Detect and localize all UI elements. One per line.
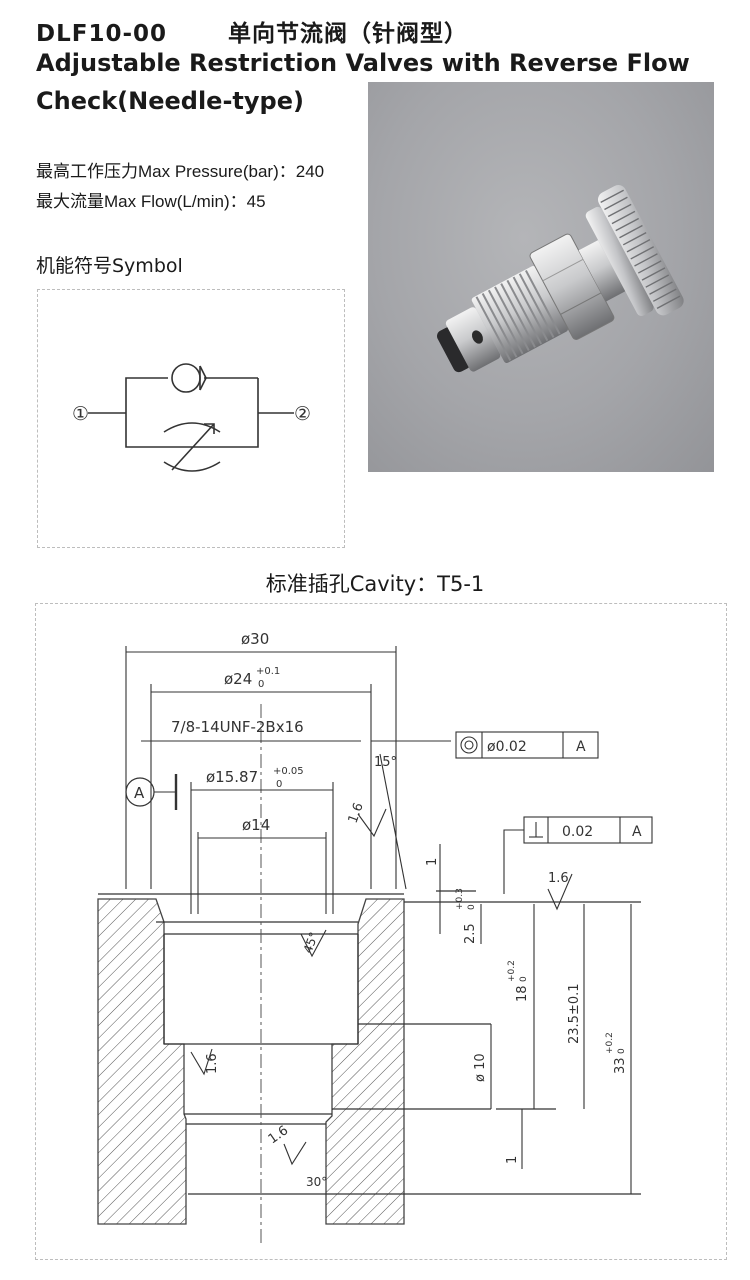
angle-15: 15° bbox=[374, 755, 397, 770]
svg-text:+0.2: +0.2 bbox=[605, 1032, 615, 1054]
title-chinese: 单向节流阀（针阀型） bbox=[228, 21, 469, 47]
spec-pressure: 最高工作压力Max Pressure(bar)：240 bbox=[36, 162, 325, 181]
svg-text:0: 0 bbox=[276, 779, 282, 790]
port1-label: ① bbox=[72, 403, 89, 425]
svg-text:1.6: 1.6 bbox=[548, 871, 569, 886]
check-ball bbox=[171, 363, 201, 393]
datum-a: A bbox=[134, 784, 145, 802]
svg-text:30°: 30° bbox=[306, 1175, 327, 1189]
dim-d14: ø14 bbox=[242, 816, 270, 834]
symbol-label: 机能符号Symbol bbox=[36, 255, 183, 277]
svg-text:45°: 45° bbox=[301, 930, 321, 955]
product-title: DLF10-00 单向节流阀（针阀型） bbox=[36, 14, 468, 48]
svg-text:0: 0 bbox=[467, 904, 477, 910]
cavity-drawing-box: ø30 ø24 +0.1 0 7/8-14UNF-2Bx16 ø15.87 +0… bbox=[35, 603, 727, 1260]
dim-d10: ø 10 bbox=[473, 1053, 488, 1082]
svg-text:1: 1 bbox=[425, 858, 440, 866]
valve-cartridge-image bbox=[437, 185, 684, 373]
cavity-label: 标准插孔Cavity：T5-1 bbox=[265, 572, 485, 596]
dim-thread: 7/8-14UNF-2Bx16 bbox=[171, 718, 304, 736]
product-photo bbox=[368, 82, 714, 472]
dim-d30: ø30 bbox=[241, 630, 269, 648]
svg-text:18: 18 bbox=[515, 985, 530, 1002]
hydraulic-symbol-diagram: ① ② bbox=[72, 363, 311, 472]
port2-label: ② bbox=[294, 403, 311, 425]
restriction-upper bbox=[163, 422, 221, 433]
gdt-concentricity: ø0.02 bbox=[487, 739, 527, 755]
gdt-perpendicularity: 0.02 bbox=[562, 824, 593, 840]
restriction-lower bbox=[163, 461, 221, 472]
svg-text:1: 1 bbox=[505, 1156, 520, 1164]
spec-flow: 最大流量Max Flow(L/min)：45 bbox=[36, 192, 266, 211]
svg-text:+0.05: +0.05 bbox=[273, 766, 304, 777]
svg-text:A: A bbox=[576, 739, 586, 755]
svg-text:1.6: 1.6 bbox=[346, 801, 367, 826]
symbol-box: ① ② bbox=[37, 289, 345, 548]
svg-text:0: 0 bbox=[617, 1048, 627, 1054]
svg-text:1.6: 1.6 bbox=[205, 1053, 220, 1074]
svg-text:1.6: 1.6 bbox=[266, 1123, 292, 1147]
svg-text:23.5±0.1: 23.5±0.1 bbox=[567, 983, 582, 1044]
svg-text:+0.3: +0.3 bbox=[455, 888, 465, 910]
svg-text:33: 33 bbox=[613, 1057, 628, 1074]
svg-text:+0.2: +0.2 bbox=[507, 960, 517, 982]
svg-text:+0.1: +0.1 bbox=[256, 666, 280, 677]
adjust-arrow bbox=[171, 423, 215, 471]
svg-text:0: 0 bbox=[258, 679, 264, 690]
dim-d24: ø24 bbox=[224, 670, 252, 688]
model-number: DLF10-00 bbox=[36, 21, 168, 47]
dim-d1587: ø15.87 bbox=[206, 768, 258, 786]
svg-text:A: A bbox=[632, 824, 642, 840]
svg-text:2.5: 2.5 bbox=[463, 923, 478, 944]
svg-text:0: 0 bbox=[519, 976, 529, 982]
title-english: Adjustable Restriction Valves with Rever… bbox=[36, 49, 690, 115]
cavity-drawing: ø30 ø24 +0.1 0 7/8-14UNF-2Bx16 ø15.87 +0… bbox=[97, 630, 653, 1244]
